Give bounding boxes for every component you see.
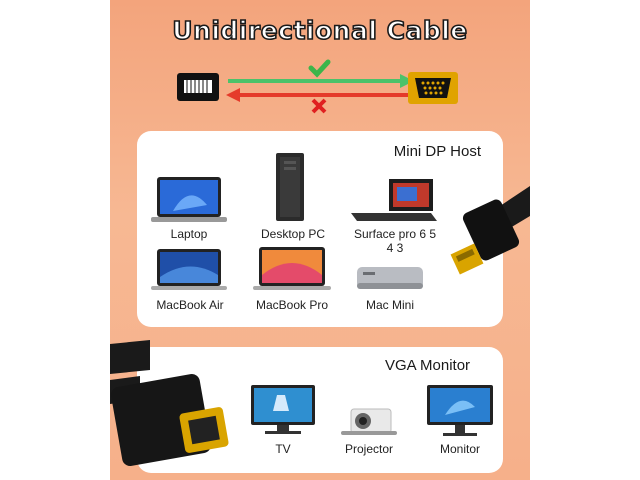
mac-mini-icon	[357, 267, 423, 289]
device-label-mac-mini: Mac Mini	[365, 298, 414, 312]
mini-dp-port-icon	[177, 73, 219, 101]
tv-icon	[251, 385, 315, 434]
direction-diagram	[177, 59, 458, 114]
macbook-pro-icon	[253, 247, 331, 290]
vga-port-icon	[408, 72, 458, 104]
host-devices-card: Mini DP Host Laptop Desktop PC Surface p…	[137, 131, 503, 327]
projector-icon	[341, 408, 397, 435]
back-arrow-icon	[226, 88, 410, 102]
desktop-pc-icon	[276, 153, 304, 221]
device-label-macbook-air: MacBook Air	[156, 298, 224, 312]
host-title: Mini DP Host	[393, 143, 481, 160]
banner-title: Unidirectional Cable	[171, 15, 468, 46]
monitor-title: VGA Monitor	[385, 357, 471, 374]
device-label-projector: Projector	[344, 442, 394, 456]
device-label-surface-pro: Surface pro 6 5 4 3	[353, 227, 437, 255]
surface-pro-icon	[351, 179, 437, 221]
cross-icon	[311, 98, 327, 114]
monitor-icon	[427, 385, 493, 436]
mini-dp-plug-icon	[450, 186, 530, 275]
forward-arrow-icon	[228, 74, 414, 88]
device-label-laptop: Laptop	[170, 227, 208, 241]
product-banner: Unidirectional Cable	[110, 0, 530, 480]
vga-plug-icon	[110, 340, 229, 466]
device-label-monitor: Monitor	[439, 442, 480, 456]
check-icon	[308, 59, 331, 78]
device-label-tv: TV	[275, 442, 291, 456]
device-label-macbook-pro: MacBook Pro	[255, 298, 329, 312]
laptop-icon	[151, 177, 227, 222]
device-label-desktop-pc: Desktop PC	[260, 227, 326, 241]
macbook-air-icon	[151, 249, 227, 290]
